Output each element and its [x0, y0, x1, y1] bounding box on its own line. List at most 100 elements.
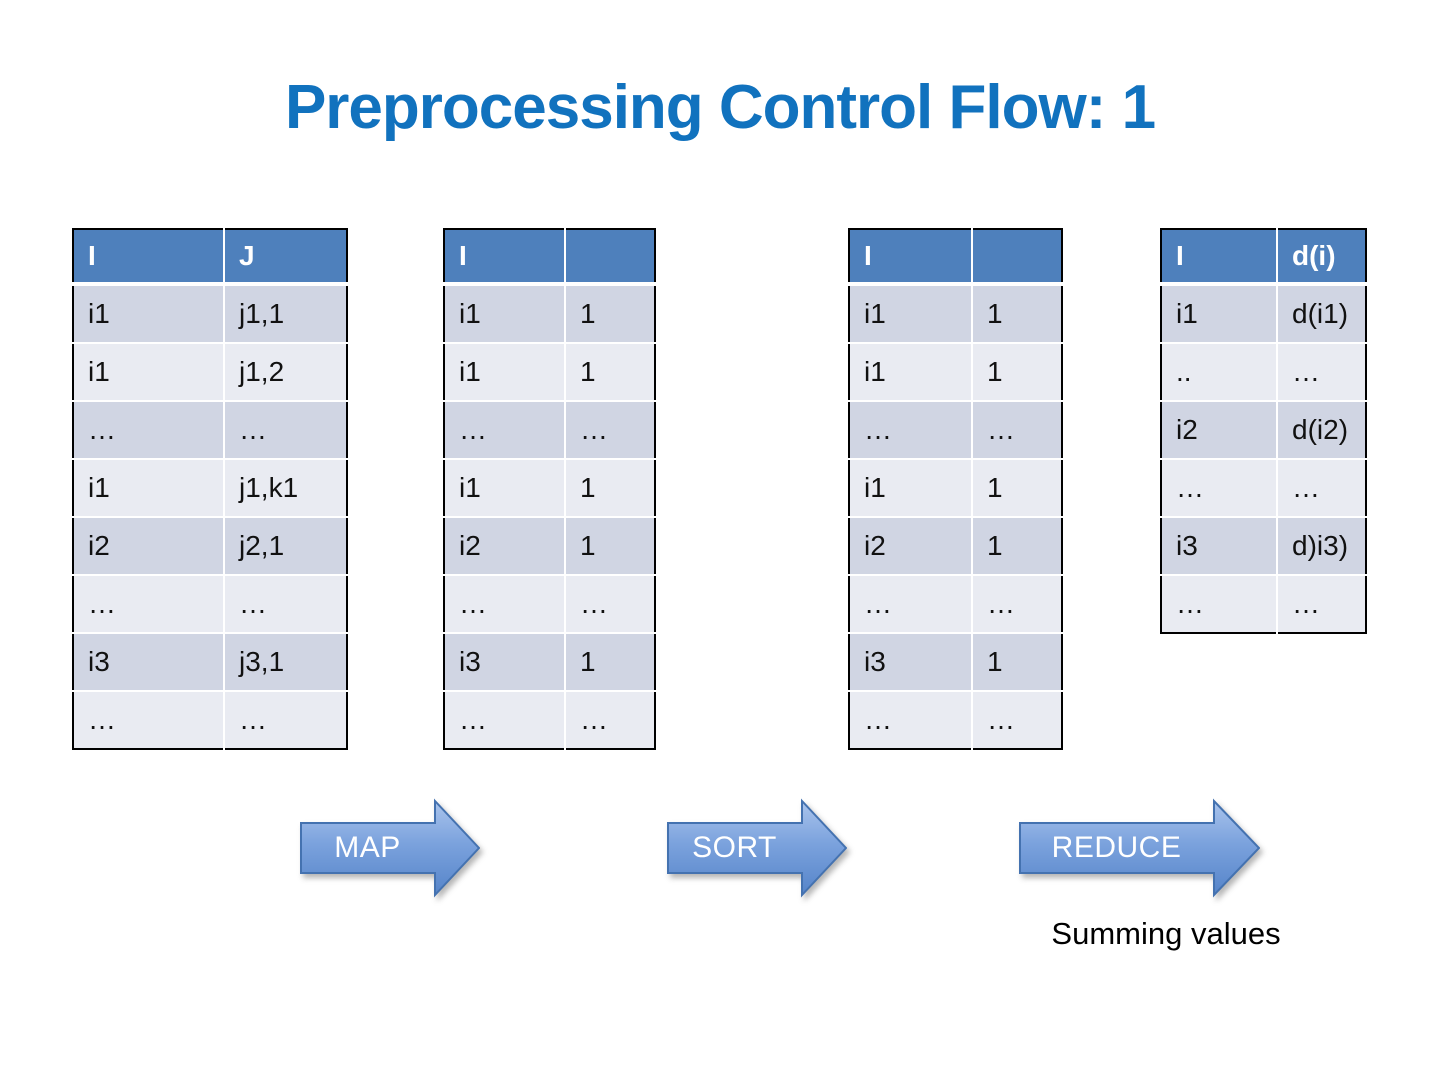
table-cell: j3,1 — [224, 633, 347, 692]
table-cell: 1 — [565, 459, 655, 518]
table-cell: i2 — [849, 517, 973, 576]
table-cell: 1 — [972, 284, 1062, 344]
table-cell: … — [565, 401, 655, 460]
table-cell: j1,k1 — [224, 459, 347, 518]
table-row: …… — [73, 401, 347, 460]
table-cell: 1 — [972, 517, 1062, 576]
table-cell: i1 — [73, 343, 225, 402]
table-cell: .. — [1161, 343, 1278, 402]
column-header: I — [73, 229, 225, 286]
table-cell: … — [224, 401, 347, 460]
table-cell: i1 — [444, 343, 566, 402]
table-cell: … — [849, 575, 973, 634]
table-cell: i1 — [444, 284, 566, 344]
table-cell: … — [972, 401, 1062, 460]
table-row: …… — [73, 575, 347, 634]
column-header: I — [444, 229, 566, 286]
table-cell: … — [1277, 459, 1366, 518]
table-cell: d(i1) — [1277, 284, 1366, 344]
table-cell: i3 — [1161, 517, 1278, 576]
table-row: …… — [1161, 459, 1366, 518]
table-cell: … — [444, 575, 566, 634]
table-row: …… — [849, 401, 1062, 460]
table-cell: … — [972, 691, 1062, 749]
map-arrow: MAP — [300, 798, 480, 898]
right-arrow-icon — [300, 798, 480, 898]
column-header — [972, 229, 1062, 286]
map-arrow-label: MAP — [334, 831, 401, 864]
table-cell: i1 — [73, 459, 225, 518]
table-cell: … — [224, 575, 347, 634]
table-row: …… — [444, 575, 655, 634]
column-header: I — [1161, 229, 1278, 286]
table-cell: … — [1277, 575, 1366, 633]
table-cell: i1 — [849, 343, 973, 402]
sort-arrow-label: SORT — [692, 831, 777, 864]
table-cell: i1 — [73, 284, 225, 344]
right-arrow-icon — [1019, 798, 1260, 898]
table-cell: … — [224, 691, 347, 749]
column-header: J — [224, 229, 347, 286]
table-row: …… — [849, 691, 1062, 749]
table-cell: j2,1 — [224, 517, 347, 576]
table-cell: i3 — [444, 633, 566, 692]
table-cell: j1,2 — [224, 343, 347, 402]
table-cell: i1 — [849, 284, 973, 344]
table-cell: 1 — [565, 284, 655, 344]
table-cell: … — [444, 691, 566, 749]
table-cell: … — [1277, 343, 1366, 402]
slide-title: Preprocessing Control Flow: 1 — [284, 73, 1156, 142]
table-cell: 1 — [972, 343, 1062, 402]
table-row: …… — [849, 575, 1062, 634]
table-cell: … — [1161, 459, 1278, 518]
reduce-arrow: REDUCE — [1019, 798, 1260, 898]
table-cell: d(i2) — [1277, 401, 1366, 460]
table-cell: 1 — [972, 459, 1062, 518]
table-cell: i2 — [444, 517, 566, 576]
sort-arrow: SORT — [667, 798, 847, 898]
table-cell: 1 — [565, 343, 655, 402]
table-cell: 1 — [565, 633, 655, 692]
header-row: I — [444, 229, 655, 286]
column-header: I — [849, 229, 973, 286]
table-cell: … — [1161, 575, 1278, 633]
table-cell: i1 — [849, 459, 973, 518]
table-cell: j1,1 — [224, 284, 347, 344]
table-cell: i2 — [73, 517, 225, 576]
table-cell: i3 — [849, 633, 973, 692]
table-row: ..… — [1161, 343, 1366, 402]
header-row: I — [849, 229, 1062, 286]
column-header: d(i) — [1277, 229, 1366, 286]
table-cell: i1 — [444, 459, 566, 518]
table-cell: d)i3) — [1277, 517, 1366, 576]
reduce-arrow-label: REDUCE — [1051, 831, 1182, 864]
table-cell: … — [73, 401, 225, 460]
table-cell: … — [849, 691, 973, 749]
table-cell: … — [849, 401, 973, 460]
table-row: …… — [444, 691, 655, 749]
table-cell: i2 — [1161, 401, 1278, 460]
table-row: …… — [444, 401, 655, 460]
reduce-caption: Summing values — [1051, 916, 1281, 951]
